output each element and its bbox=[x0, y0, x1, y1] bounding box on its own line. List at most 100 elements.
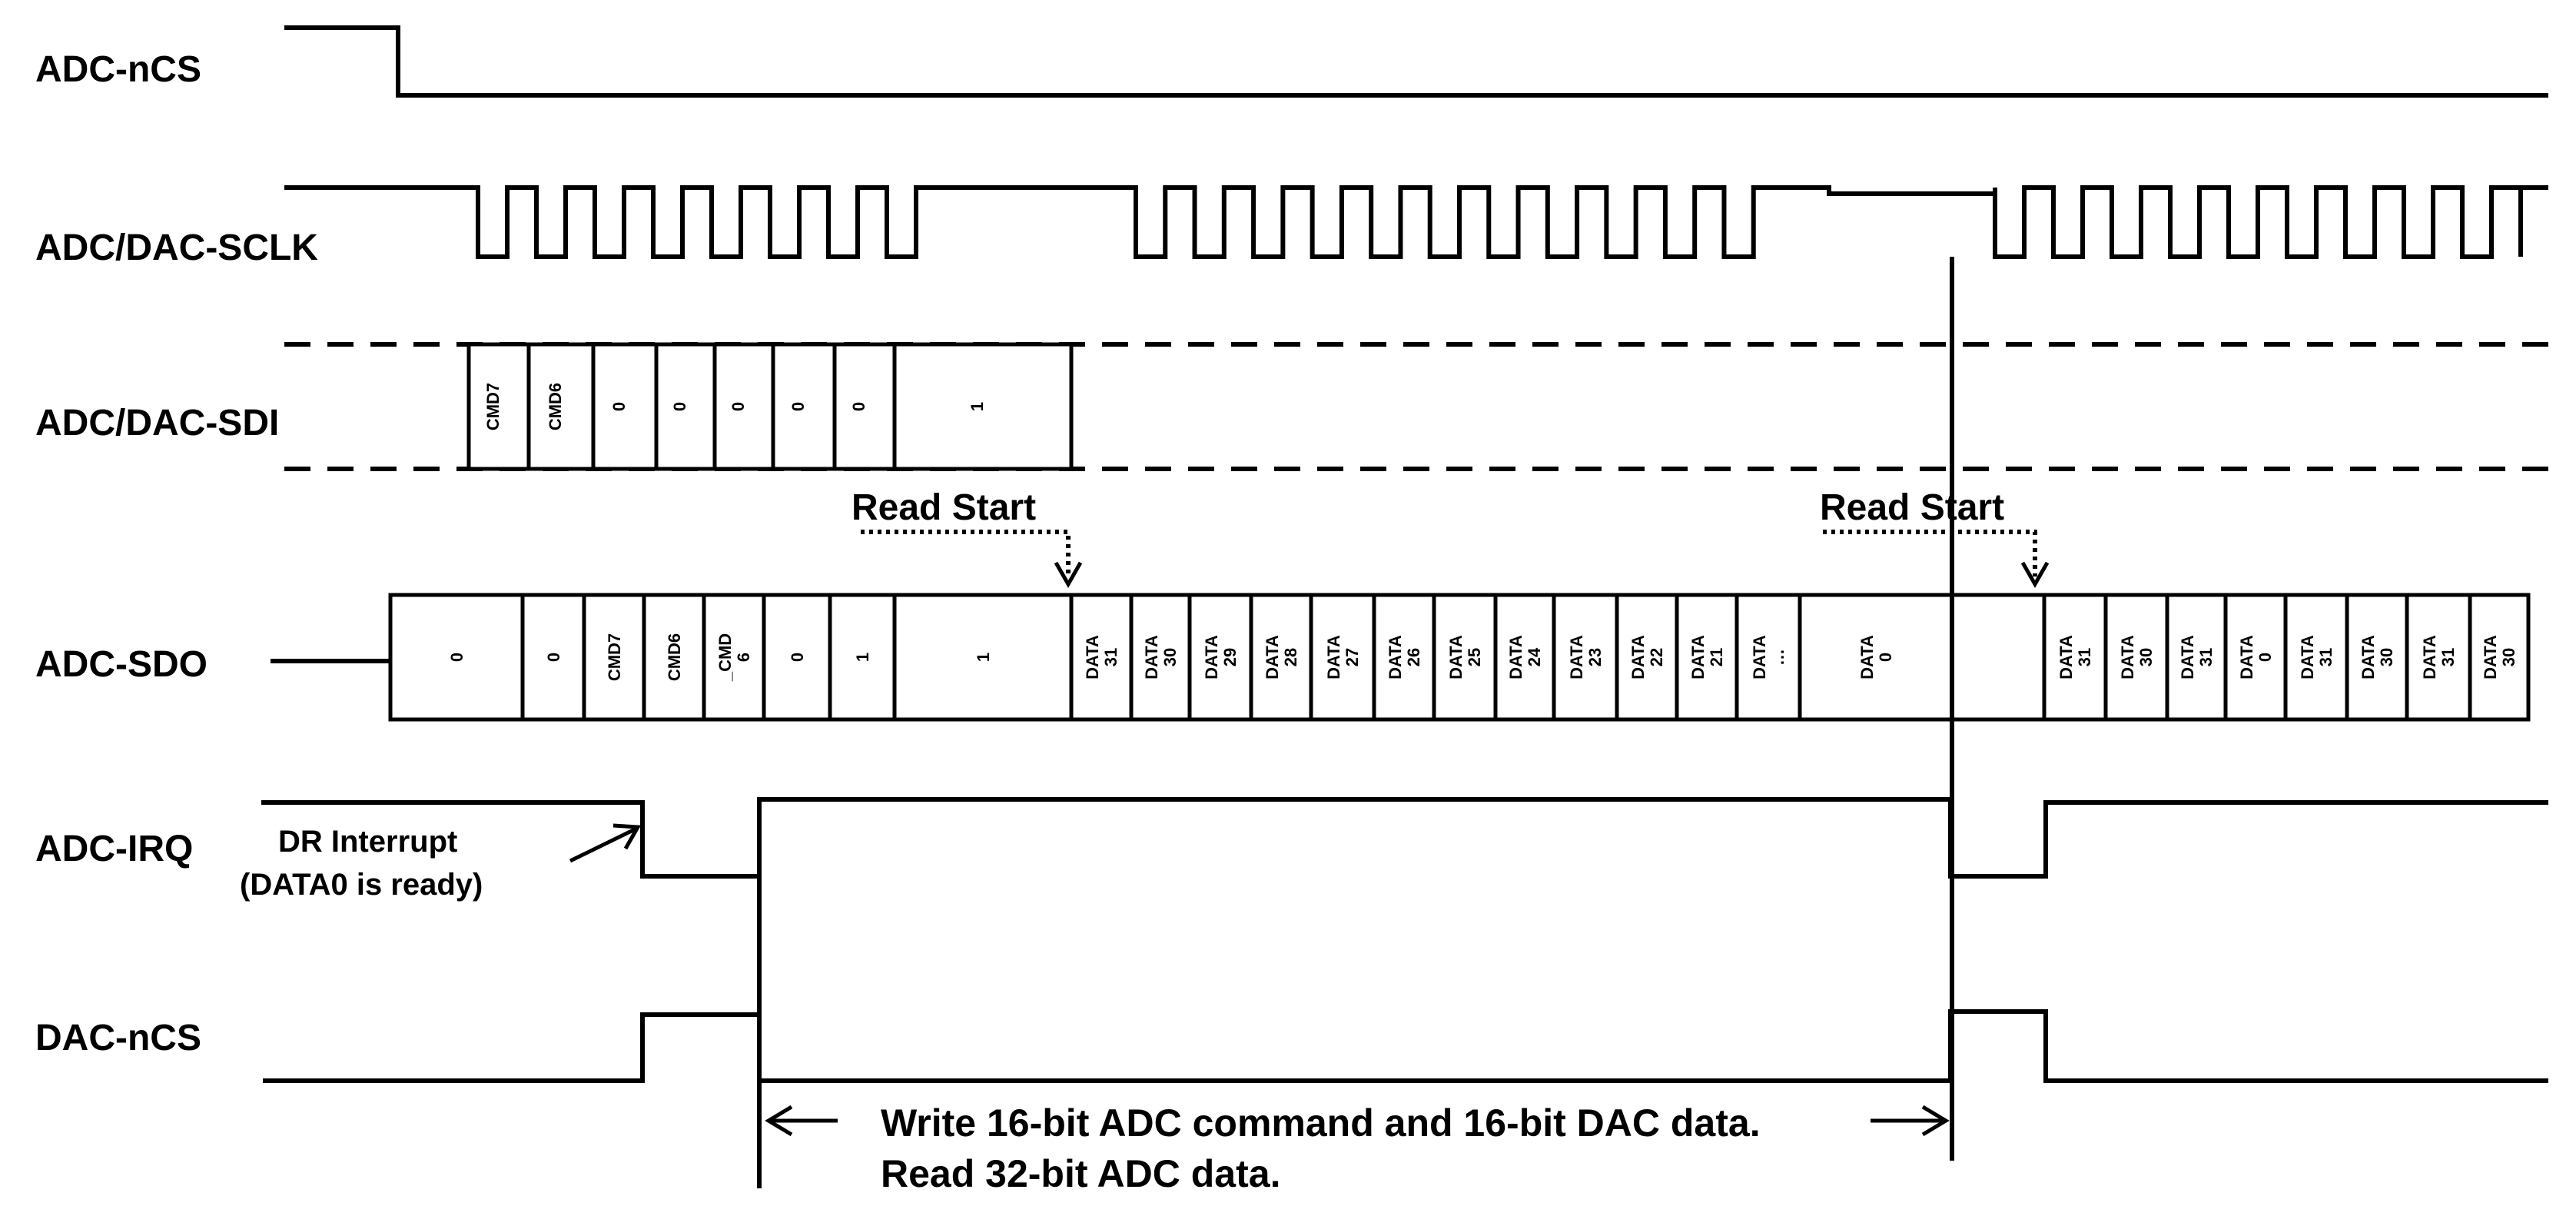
sdo-cell bbox=[388, 593, 525, 722]
sdo-cell-text-line: 22 bbox=[1647, 648, 1666, 666]
sdo-cell-text-line: DATA bbox=[2359, 635, 2378, 679]
sdi-cells: CMD7 CMD6 0 0 0 0 0 1 bbox=[466, 342, 1074, 471]
sdo-cell-text-line: DATA bbox=[2481, 635, 2500, 679]
waveform-irq bbox=[261, 797, 2548, 879]
read-start-label-2: Read Start bbox=[1820, 487, 2004, 528]
sdo-cell bbox=[520, 593, 586, 722]
sdo-cell-text-line: 0 bbox=[447, 653, 466, 662]
label-sclk: ADC/DAC-SCLK bbox=[35, 228, 318, 268]
sdo-cell bbox=[1129, 593, 1192, 722]
sdo-cell bbox=[1734, 593, 1802, 722]
sdo-cell-text-line: 0 bbox=[788, 653, 807, 662]
sdo-cell-text: DATA31 bbox=[1083, 635, 1120, 679]
read-start-arrowhead-2 bbox=[2020, 561, 2050, 589]
sdi-cell-text: 0 bbox=[849, 402, 868, 411]
sdo-cell-text: DATA21 bbox=[1688, 635, 1726, 679]
waveform-sclk bbox=[284, 185, 2548, 259]
sdo-cell-text: DATA29 bbox=[1202, 635, 1240, 679]
sdo-cell-text: DATA24 bbox=[1506, 635, 1544, 679]
sdo-cell-text-line: 28 bbox=[1281, 648, 1300, 666]
read-start-label-1: Read Start bbox=[851, 487, 1036, 528]
sdo-cell bbox=[2345, 593, 2409, 722]
sdo-cell-text-line: DATA bbox=[2420, 635, 2439, 679]
sdo-cell-text-line: 1 bbox=[853, 653, 872, 662]
sdo-cell-text: DATA31 bbox=[2420, 635, 2458, 679]
sdo-cell-text: DATA31 bbox=[2298, 635, 2335, 679]
sdo-cell-text-line: DATA bbox=[1750, 635, 1769, 679]
sdo-cell-text-line: DATA bbox=[1202, 635, 1221, 679]
dr-interrupt-text-1: DR Interrupt bbox=[278, 825, 457, 859]
sdo-cell-text: DATA30 bbox=[2359, 635, 2396, 679]
label-adc-ncs: ADC-nCS bbox=[35, 49, 201, 90]
write-annotation-line2: Read 32-bit ADC data. bbox=[881, 1152, 1280, 1195]
sdo-cell-text-line: 0 bbox=[544, 653, 563, 662]
sdo-cell-text: 0 bbox=[447, 653, 466, 662]
sdo-cell-text-line: DATA bbox=[1386, 635, 1405, 679]
sdi-cell-text: 0 bbox=[609, 402, 629, 411]
sdo-cell-text: _CMD6 bbox=[715, 633, 753, 682]
sdo-cell bbox=[1798, 593, 1954, 722]
sdo-cell bbox=[1187, 593, 1253, 722]
sdo-cell-text: CMD6 bbox=[665, 633, 684, 681]
waveform-adc-ncs bbox=[284, 25, 2548, 98]
label-sdo: ADC-SDO bbox=[35, 644, 207, 685]
sdo-cell bbox=[2283, 593, 2349, 722]
sdo-cell bbox=[2165, 593, 2228, 722]
sdi-cell-text: 0 bbox=[729, 402, 748, 411]
sdo-cell-text: DATA30 bbox=[1142, 635, 1180, 679]
sdi-cell-text: CMD6 bbox=[546, 383, 565, 430]
sdo-cell-text-line: 30 bbox=[2499, 648, 2518, 666]
sdo-cell bbox=[1950, 593, 2047, 722]
sdo-cell bbox=[642, 593, 706, 722]
read-start-arrow-1 bbox=[861, 530, 1071, 576]
sdo-cell-text: DATA28 bbox=[1263, 635, 1300, 679]
sdo-cell-text: 0 bbox=[544, 653, 563, 662]
sdi-cell-text: CMD7 bbox=[483, 383, 503, 430]
dr-interrupt-text-2: (DATA0 is ready) bbox=[240, 868, 483, 902]
sdo-cell bbox=[1552, 593, 1619, 722]
sdo-cell-text-line: 6 bbox=[734, 653, 753, 662]
sdo-cell-text: 1 bbox=[974, 653, 993, 662]
sdo-cell bbox=[1372, 593, 1436, 722]
sdo-cell-text-line: DATA bbox=[1857, 635, 1877, 679]
sdo-cell-text-line: 0 bbox=[1876, 653, 1895, 662]
sdo-cell-text-line: DATA bbox=[1567, 635, 1586, 679]
sdo-cell-text-line: 30 bbox=[2136, 648, 2156, 666]
sdo-cell-text: DATA26 bbox=[1386, 635, 1423, 679]
sdo-cell-text-line: DATA bbox=[2118, 635, 2137, 679]
sdo-cell bbox=[2468, 593, 2531, 722]
sdo-cell-text: DATA0 bbox=[2237, 635, 2275, 679]
sdo-cell bbox=[2223, 593, 2288, 722]
sdo-cell-text-line: CMD6 bbox=[665, 633, 684, 681]
sdi-cell-text: 0 bbox=[788, 402, 808, 411]
sdo-cell-text-line: 24 bbox=[1525, 647, 1544, 666]
sdi-cell bbox=[892, 342, 1074, 471]
sdo-cell-text-line: DATA bbox=[2178, 635, 2197, 679]
sdo-cell-text-line: _CMD bbox=[715, 633, 735, 682]
sdo-cell-text: DATA23 bbox=[1567, 635, 1605, 679]
sdo-cell-text: DATA0 bbox=[1857, 635, 1895, 679]
sdo-cell-text-line: DATA bbox=[1688, 635, 1708, 679]
sdi-cell bbox=[771, 342, 837, 471]
sdo-cell-text-line: 30 bbox=[2377, 648, 2396, 666]
sdo-cell-text-line: 31 bbox=[1101, 648, 1120, 666]
sdo-cell-text-line: 23 bbox=[1585, 648, 1605, 666]
sdo-cell-text-line: 29 bbox=[1220, 648, 1240, 666]
span-arrowhead-left bbox=[765, 1105, 793, 1137]
sdo-cell-text-line: … bbox=[1768, 649, 1788, 666]
sdo-cell bbox=[702, 593, 766, 722]
sdo-cell-text-line: CMD7 bbox=[605, 633, 624, 681]
sdo-cell-text-line: 25 bbox=[1465, 648, 1484, 666]
dr-interrupt-arrow bbox=[569, 826, 638, 863]
sdo-cell-text-line: DATA bbox=[2237, 635, 2256, 679]
sdo-cell-text-line: 30 bbox=[1160, 648, 1180, 666]
label-dac-ncs: DAC-nCS bbox=[35, 1018, 201, 1058]
sdo-cell-text-line: DATA bbox=[1446, 635, 1466, 679]
sdo-cell-text-line: DATA bbox=[2056, 635, 2076, 679]
read-start-arrowhead-1 bbox=[1054, 561, 1083, 589]
span-arrowhead-right bbox=[1921, 1105, 1950, 1137]
sdo-cell-text: CMD7 bbox=[605, 633, 624, 681]
sdo-cell-text-line: DATA bbox=[2298, 635, 2317, 679]
sdi-cell bbox=[654, 342, 717, 471]
